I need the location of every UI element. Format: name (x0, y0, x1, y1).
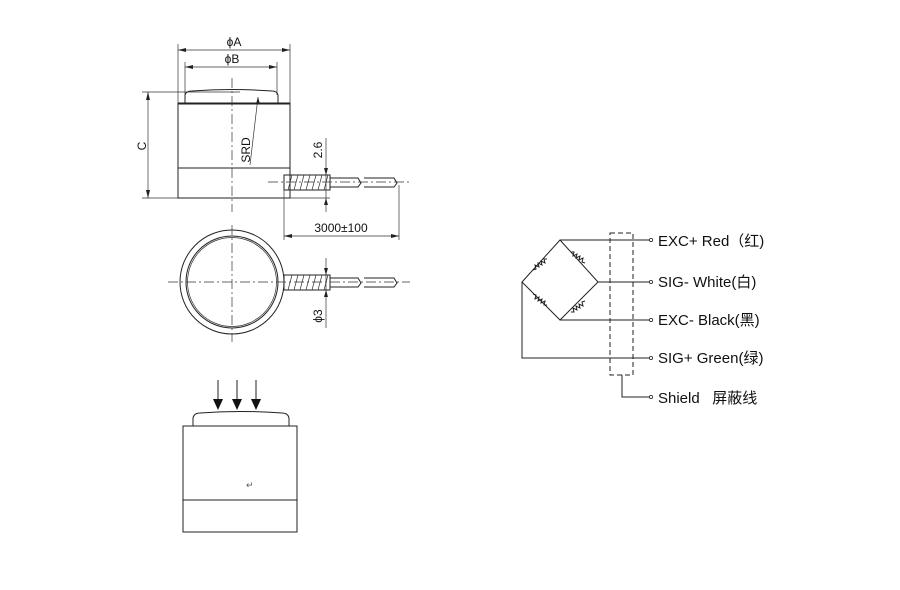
top-view: ϕ3 (168, 225, 410, 342)
side-view: ϕA ϕB C SRD (135, 35, 410, 240)
dim-cable-length: 3000±100 (314, 221, 368, 235)
dim-srd: SRD (239, 137, 253, 163)
dim-phi-b: ϕB (225, 52, 240, 66)
dim-c: C (135, 141, 149, 150)
wire-label-sig-minus: SIG- White(白) (658, 274, 756, 291)
wire-label-sig-plus: SIG+ Green(绿) (658, 350, 763, 367)
dim-phi-a: ϕA (227, 35, 242, 49)
load-view: ↵ (182, 380, 298, 533)
resistor-icon (532, 251, 586, 313)
load-arrows-icon (213, 380, 261, 410)
return-mark: ↵ (246, 480, 254, 490)
wire-label-shield: Shield 屏蔽线 (658, 390, 757, 407)
wire-label-exc-plus: EXC+ Red（红) (658, 233, 764, 250)
dim-cable-offset: 2.6 (311, 141, 325, 158)
wiring-diagram: EXC+ Red（红) SIG- White(白) EXC- Black(黑) … (521, 232, 764, 407)
dim-cable-dia: ϕ3 (311, 309, 325, 323)
wire-label-exc-minus: EXC- Black(黑) (658, 312, 760, 329)
